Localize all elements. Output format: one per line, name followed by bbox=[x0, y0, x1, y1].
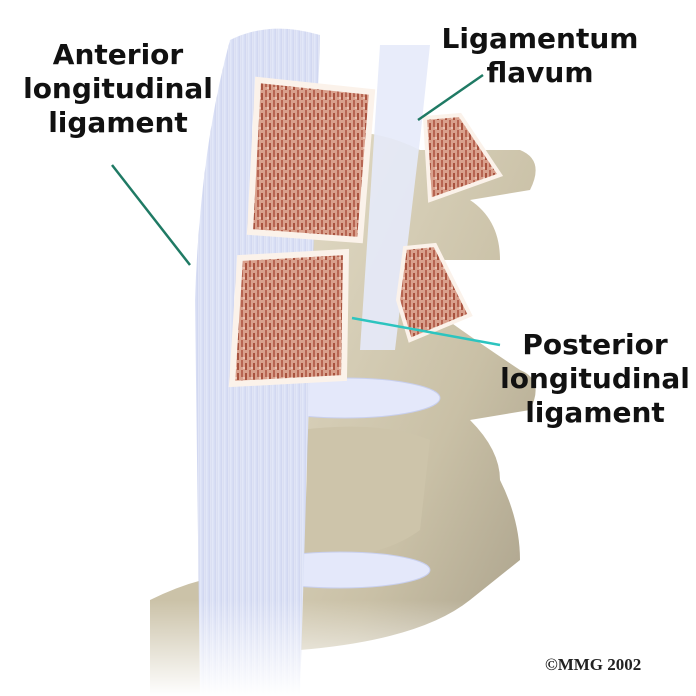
label-anterior-longitudinal-ligament: Anterior longitudinal ligament bbox=[18, 38, 218, 140]
label-line: longitudinal bbox=[23, 72, 213, 105]
label-line: ligament bbox=[48, 106, 188, 139]
label-line: ligament bbox=[525, 396, 665, 429]
ligamentum-flavum bbox=[360, 45, 430, 350]
label-posterior-longitudinal-ligament: Posterior longitudinal ligament bbox=[495, 328, 695, 430]
spinous-process-section-lower bbox=[395, 242, 473, 343]
leader-line-posterior bbox=[351, 316, 501, 347]
label-line: Posterior bbox=[522, 328, 668, 361]
vertebral-body-section-upper bbox=[246, 76, 376, 244]
label-line: longitudinal bbox=[500, 362, 690, 395]
vertebral-body-section-lower bbox=[228, 248, 350, 388]
label-ligamentum-flavum: Ligamentum flavum bbox=[440, 22, 640, 90]
leader-line-flavum bbox=[417, 73, 484, 122]
label-line: Ligamentum bbox=[441, 22, 639, 55]
spinous-process-section-upper bbox=[422, 112, 504, 203]
leader-line-anterior bbox=[111, 164, 191, 266]
copyright-notice: ©MMG 2002 bbox=[545, 655, 642, 674]
label-line: Anterior bbox=[52, 38, 184, 71]
label-line: flavum bbox=[486, 56, 594, 89]
